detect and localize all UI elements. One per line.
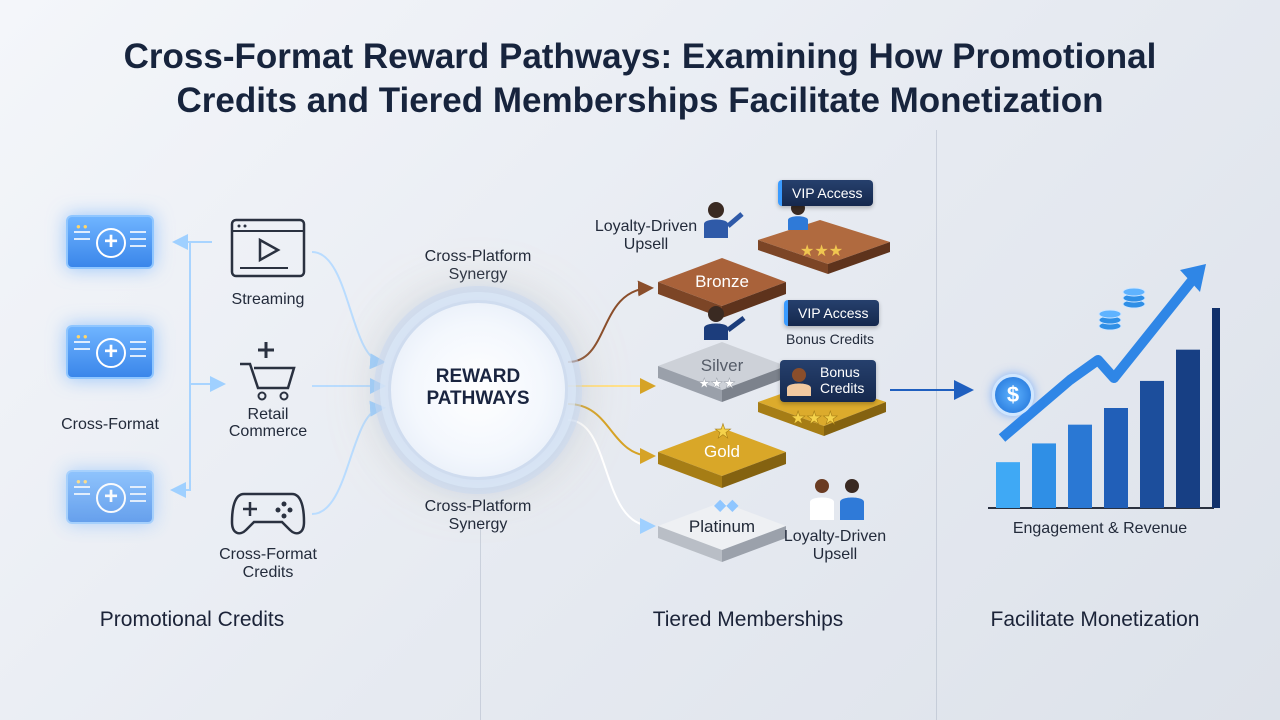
retail-commerce-label: Retail Commerce [228, 406, 308, 440]
coin-stack-icon [1098, 287, 1146, 331]
credit-card-icon: ●● + [66, 470, 154, 524]
reward-pathways-hub [388, 300, 568, 480]
star-icon: ★★★ [698, 376, 736, 392]
synergy-bottom-label: Cross-Platform Synergy [424, 498, 532, 533]
title-line-1: Cross-Format Reward Pathways: Examining … [123, 37, 1157, 76]
title-line-2: Credits and Tiered Memberships Facilitat… [176, 81, 1104, 120]
section-promotional-credits: Promotional Credits [99, 608, 285, 631]
gold-tile [658, 428, 786, 488]
chart-bar [1212, 308, 1220, 508]
cart-icon [240, 342, 296, 401]
silver-label: Silver [700, 356, 744, 375]
cross-format-credits-label: Cross-Format Credits [219, 546, 317, 581]
chart-bar [1140, 380, 1164, 508]
loyalty-upsell-top-label: Loyalty-Driven Upsell [594, 218, 698, 253]
chart-bar [1032, 443, 1056, 508]
dollar-icon: $ [992, 374, 1034, 416]
star-icon: ★ [714, 419, 732, 443]
revenue-chart [988, 264, 1220, 509]
gamepad-icon [230, 492, 306, 535]
arrow-up-icon [1180, 264, 1206, 292]
bonus-credits-text: Bonus Credits [786, 331, 874, 347]
section-tiered-memberships: Tiered Memberships [652, 608, 844, 631]
person-icon [787, 368, 811, 396]
credit-card-icon: ●● + [66, 215, 154, 269]
divider-right [936, 130, 937, 720]
credit-card-icon: ●● + [66, 325, 154, 379]
cross-format-label: Cross-Format [61, 416, 159, 433]
chart-bar [996, 462, 1020, 508]
diamond-icon: ◆◆ [714, 495, 739, 514]
vip-access-badge: VIP Access [784, 300, 879, 326]
chart-bar [1104, 408, 1128, 508]
person-icon [810, 479, 864, 520]
play-icon [230, 218, 306, 278]
star-icon: ★★★ [790, 408, 838, 429]
platinum-tile [658, 502, 786, 562]
vip-access-badge: VIP Access [778, 180, 873, 206]
engagement-revenue-caption: Engagement & Revenue [1012, 520, 1188, 537]
loyalty-upsell-bottom-label: Loyalty-Driven Upsell [783, 528, 887, 563]
silver-tile [658, 342, 786, 402]
bronze-side-tile [758, 220, 890, 274]
streaming-label: Streaming [231, 291, 305, 308]
star-icon: ★★★ [800, 241, 843, 260]
synergy-top-label: Cross-Platform Synergy [424, 248, 532, 283]
bronze-tile [658, 258, 786, 318]
chart-bar [1176, 349, 1200, 508]
person-icon [704, 202, 744, 238]
chart-bar [1068, 424, 1092, 508]
gold-label: Gold [704, 442, 740, 461]
hub-label: REWARD PATHWAYS [426, 366, 530, 409]
divider-left [480, 520, 481, 720]
person-icon [704, 306, 746, 340]
bronze-label: Bronze [695, 272, 749, 291]
section-facilitate-monetization: Facilitate Monetization [990, 608, 1200, 631]
trend-arrow [998, 274, 1198, 442]
platinum-label: Platinum [688, 517, 756, 536]
